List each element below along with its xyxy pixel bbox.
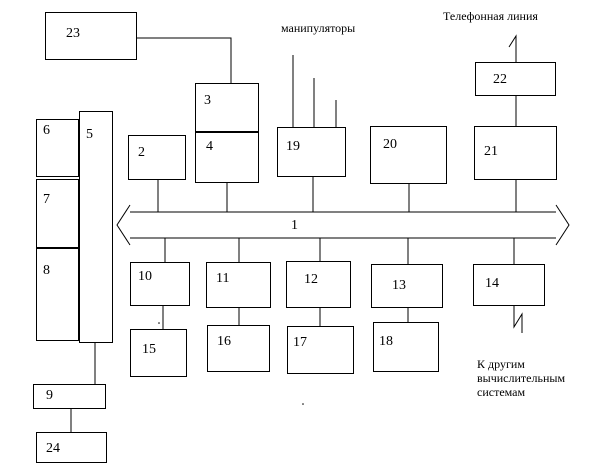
phone-line-wire <box>508 34 517 62</box>
stray-dot <box>302 403 304 405</box>
block-2-label: 2 <box>138 145 145 160</box>
block-10: 10 <box>130 262 190 306</box>
block-16-label: 16 <box>217 334 231 349</box>
block-22: 22 <box>475 62 556 96</box>
other-systems-line-3: системам <box>477 385 526 399</box>
block-24-label: 24 <box>46 441 60 456</box>
block-4: 4 <box>195 132 259 183</box>
other-systems-caption: К другим вычислительным системам <box>477 357 565 399</box>
block-24: 24 <box>36 432 107 463</box>
block-14: 14 <box>473 264 545 306</box>
wire-23-3 <box>137 37 232 84</box>
block-4-label: 4 <box>206 139 213 154</box>
block-23-label: 23 <box>66 26 80 41</box>
other-systems-line-2: вычислительным <box>477 371 566 385</box>
block-21-label: 21 <box>484 144 498 159</box>
block-7-label: 7 <box>43 192 50 207</box>
block-15-label: 15 <box>142 342 156 357</box>
block-9-label: 9 <box>46 388 53 403</box>
block-11: 11 <box>206 262 271 308</box>
block-22-label: 22 <box>493 72 507 87</box>
block-8-label: 8 <box>43 263 50 278</box>
block-18-label: 18 <box>379 334 393 349</box>
bus-right-arrowhead <box>555 204 570 246</box>
manipulators-caption: манипуляторы <box>281 21 356 35</box>
bus-1-label: 1 <box>291 218 298 233</box>
block-19-label: 19 <box>286 139 300 154</box>
block-10-label: 10 <box>138 269 152 284</box>
block-15: 15 <box>130 329 187 377</box>
block-16: 16 <box>207 325 270 372</box>
bus-left-arrowhead <box>116 204 131 246</box>
block-23: 23 <box>45 12 137 60</box>
stray-dot-2 <box>158 322 160 324</box>
other-systems-line-1: К другим <box>477 357 525 371</box>
block-14-label: 14 <box>485 276 499 291</box>
block-6-label: 6 <box>43 123 50 138</box>
block-3-label: 3 <box>204 93 211 108</box>
block-20-label: 20 <box>383 137 397 152</box>
block-9: 9 <box>33 384 106 409</box>
block-20: 20 <box>370 126 447 184</box>
phone-line-caption: Телефонная линия <box>443 9 538 23</box>
block-13-label: 13 <box>392 278 406 293</box>
block-18: 18 <box>373 322 439 372</box>
block-2: 2 <box>128 135 186 180</box>
block-17: 17 <box>287 326 354 374</box>
block-17-label: 17 <box>293 335 307 350</box>
block-12: 12 <box>286 261 351 308</box>
block-5-label: 5 <box>86 127 93 142</box>
block-7: 7 <box>36 179 79 249</box>
block-13: 13 <box>371 264 443 308</box>
block-8: 8 <box>36 248 79 341</box>
block-6: 6 <box>36 119 79 177</box>
wire-14-other-systems <box>513 306 523 333</box>
block-3: 3 <box>195 83 259 133</box>
block-11-label: 11 <box>216 271 230 286</box>
block-21: 21 <box>474 126 557 180</box>
block-12-label: 12 <box>304 272 318 287</box>
block-5: 5 <box>79 111 113 343</box>
block-19: 19 <box>277 127 346 177</box>
